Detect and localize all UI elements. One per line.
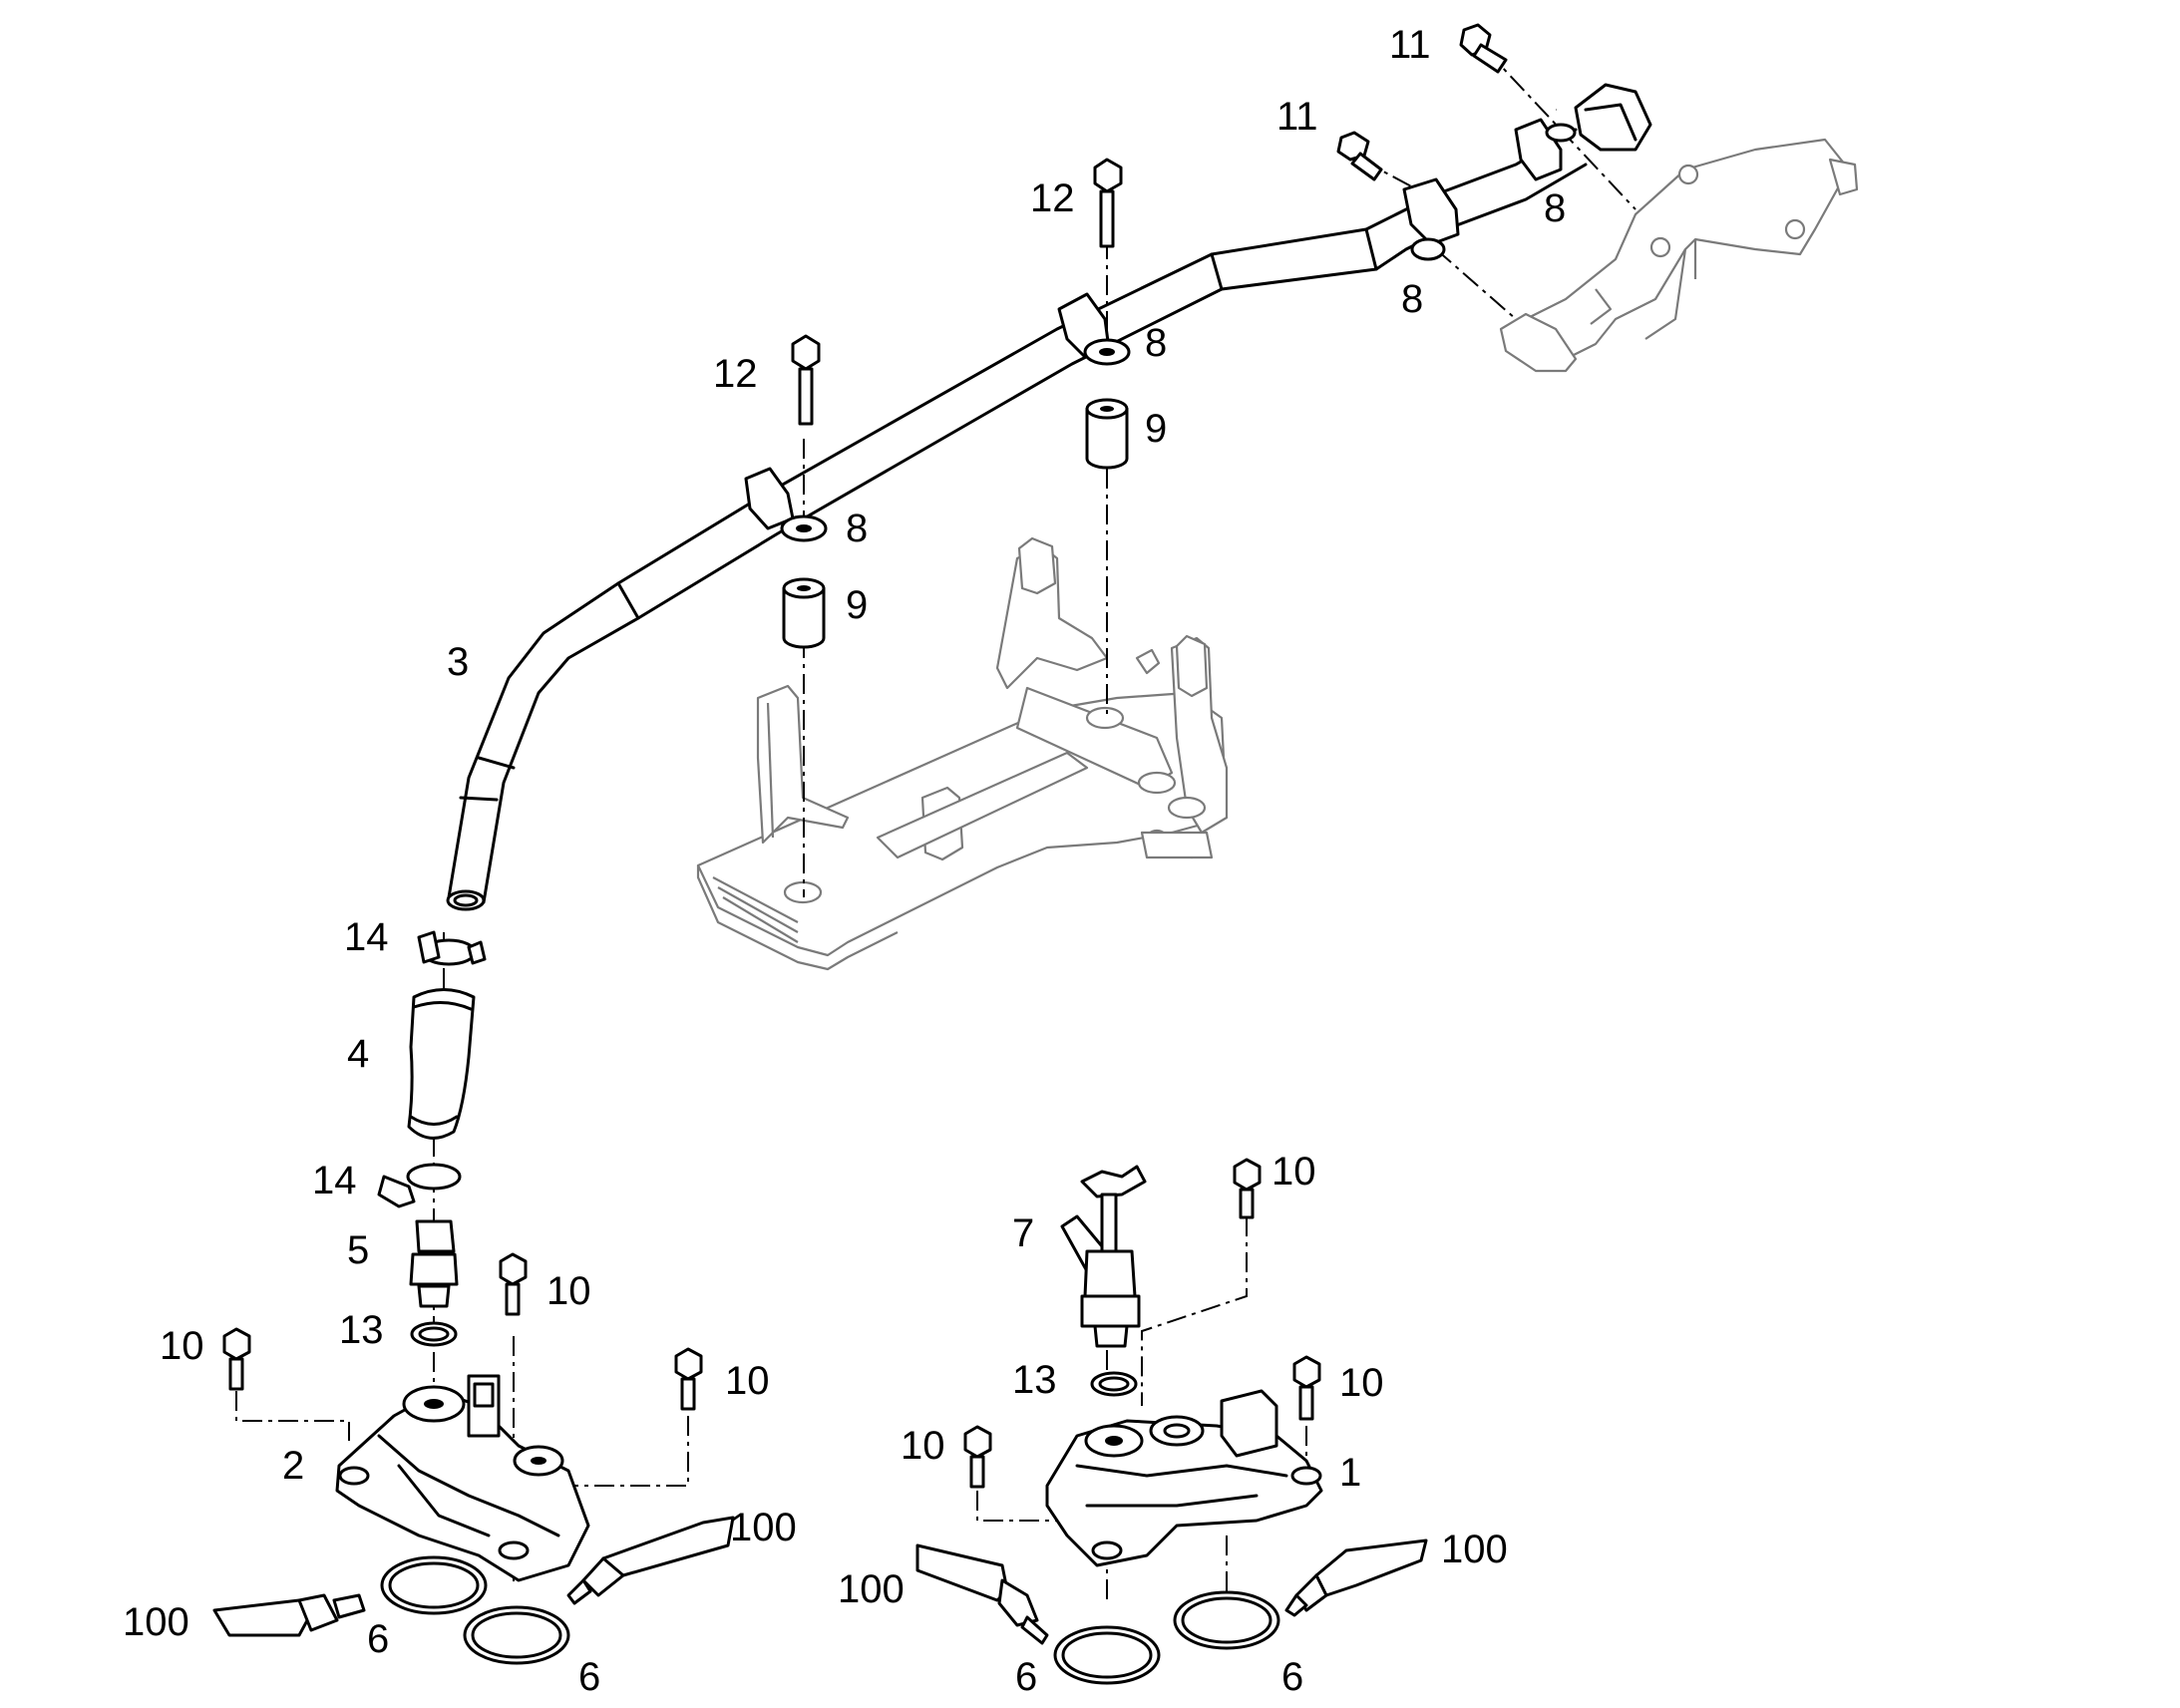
callout-100b: 100: [730, 1506, 797, 1549]
rubber-hose-4: [407, 988, 476, 1140]
callout-3: 3: [447, 640, 469, 684]
short-bolts-11: [1336, 23, 1508, 181]
seal-rings-13: [410, 1321, 1138, 1397]
callout-10c: 10: [725, 1359, 770, 1403]
callout-10d: 10: [1272, 1150, 1316, 1194]
callout-8d: 8: [846, 507, 868, 550]
callout-10b: 10: [546, 1269, 591, 1313]
callout-6c: 6: [1015, 1655, 1037, 1699]
callout-9b: 9: [846, 583, 868, 627]
thermostat-housing-1: [1045, 1389, 1323, 1567]
callout-8c: 8: [1145, 321, 1167, 365]
long-bolts-12: [791, 158, 1123, 426]
callout-10f: 10: [901, 1424, 945, 1468]
drain-valve-7: [1060, 1165, 1147, 1348]
callout-14b: 14: [312, 1159, 357, 1202]
callout-5: 5: [347, 1228, 369, 1272]
callout-9a: 9: [1145, 407, 1167, 451]
callout-13a: 13: [339, 1308, 384, 1352]
callout-10e: 10: [1339, 1361, 1384, 1405]
callout-6b: 6: [578, 1655, 600, 1699]
sealant-tubes-100: [212, 1516, 1428, 1645]
callout-13b: 13: [1012, 1358, 1057, 1402]
callout-100a: 100: [123, 1600, 189, 1644]
small-bolts-10: [222, 1158, 1321, 1489]
coolant-pipe-3: [446, 83, 1652, 911]
callout-14a: 14: [344, 915, 389, 959]
engine-mount-bracket-background: [696, 536, 1229, 971]
callout-4: 4: [347, 1032, 369, 1076]
callout-10a: 10: [160, 1324, 204, 1368]
sensor-5: [409, 1219, 459, 1308]
spacers-9: [782, 398, 1129, 649]
callout-12b: 12: [713, 352, 758, 396]
callout-1: 1: [1339, 1451, 1361, 1495]
callout-labels: 1 2 3 4 5 6 6 6 6 7 8 8 8 8 9 9 10 10 10…: [123, 23, 1566, 1699]
rear-bracket-background: [1499, 138, 1859, 373]
thermostat-housing-2: [335, 1374, 590, 1582]
washers-8: [780, 123, 1577, 542]
callout-8a: 8: [1544, 186, 1566, 230]
callout-11b: 11: [1276, 95, 1318, 139]
callout-11a: 11: [1389, 23, 1431, 67]
callout-2: 2: [282, 1444, 304, 1488]
hose-clamps-14: [377, 930, 487, 1208]
callout-100d: 100: [1441, 1528, 1508, 1571]
callout-100c: 100: [838, 1567, 905, 1611]
callout-7: 7: [1012, 1211, 1034, 1255]
callout-6a: 6: [367, 1617, 389, 1661]
callout-6d: 6: [1281, 1655, 1303, 1699]
callout-12a: 12: [1030, 176, 1075, 220]
callout-8b: 8: [1401, 277, 1423, 321]
o-rings-6: [380, 1555, 1280, 1685]
